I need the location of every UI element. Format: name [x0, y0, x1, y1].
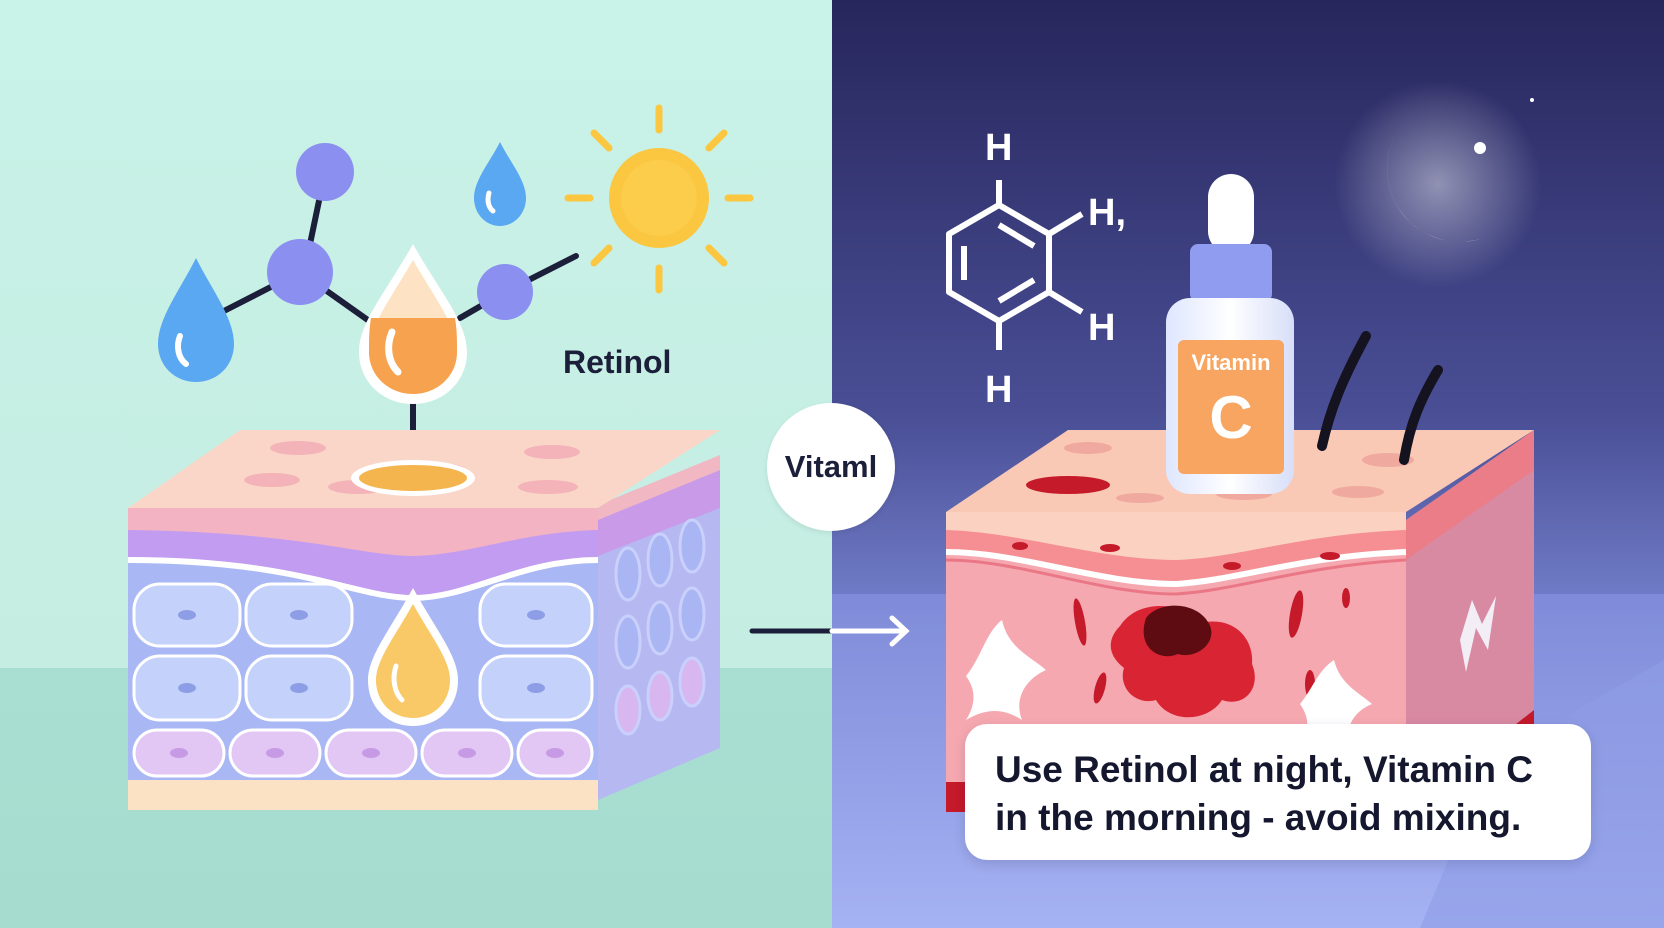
- atom-label: H: [985, 369, 1012, 411]
- tip-line-2: in the morning - avoid mixing.: [995, 797, 1522, 838]
- skin-cross-section-left: [127, 430, 720, 810]
- water-drop-icon: [474, 142, 526, 226]
- water-drop-icon: [158, 258, 234, 382]
- serum-bottle-icon: Vitamin C: [1166, 174, 1294, 494]
- sun-icon: [564, 104, 754, 294]
- tip-line-1: Use Retinol at night, Vitamin C: [995, 749, 1533, 790]
- moon-icon: [1334, 80, 1542, 288]
- retinol-label: Retinol: [563, 344, 672, 380]
- atom-label: H: [1088, 307, 1115, 349]
- tip-card: Use Retinol at night, Vitamin C in the m…: [965, 724, 1591, 860]
- molecule-atom: [296, 143, 354, 201]
- center-badge: Vitaml: [767, 403, 895, 531]
- benzene-ring-icon: H H, H H: [946, 127, 1126, 411]
- molecule-atom: [477, 264, 533, 320]
- bottle-title: Vitamin: [1191, 350, 1270, 375]
- atom-label: H: [985, 127, 1012, 169]
- retinol-drop-icon: [359, 244, 467, 404]
- atom-label: H,: [1088, 192, 1126, 234]
- bottle-letter: C: [1209, 384, 1252, 451]
- arrow-icon: [749, 615, 910, 647]
- molecule-atom: [267, 239, 333, 305]
- hair-icon: [1317, 331, 1443, 465]
